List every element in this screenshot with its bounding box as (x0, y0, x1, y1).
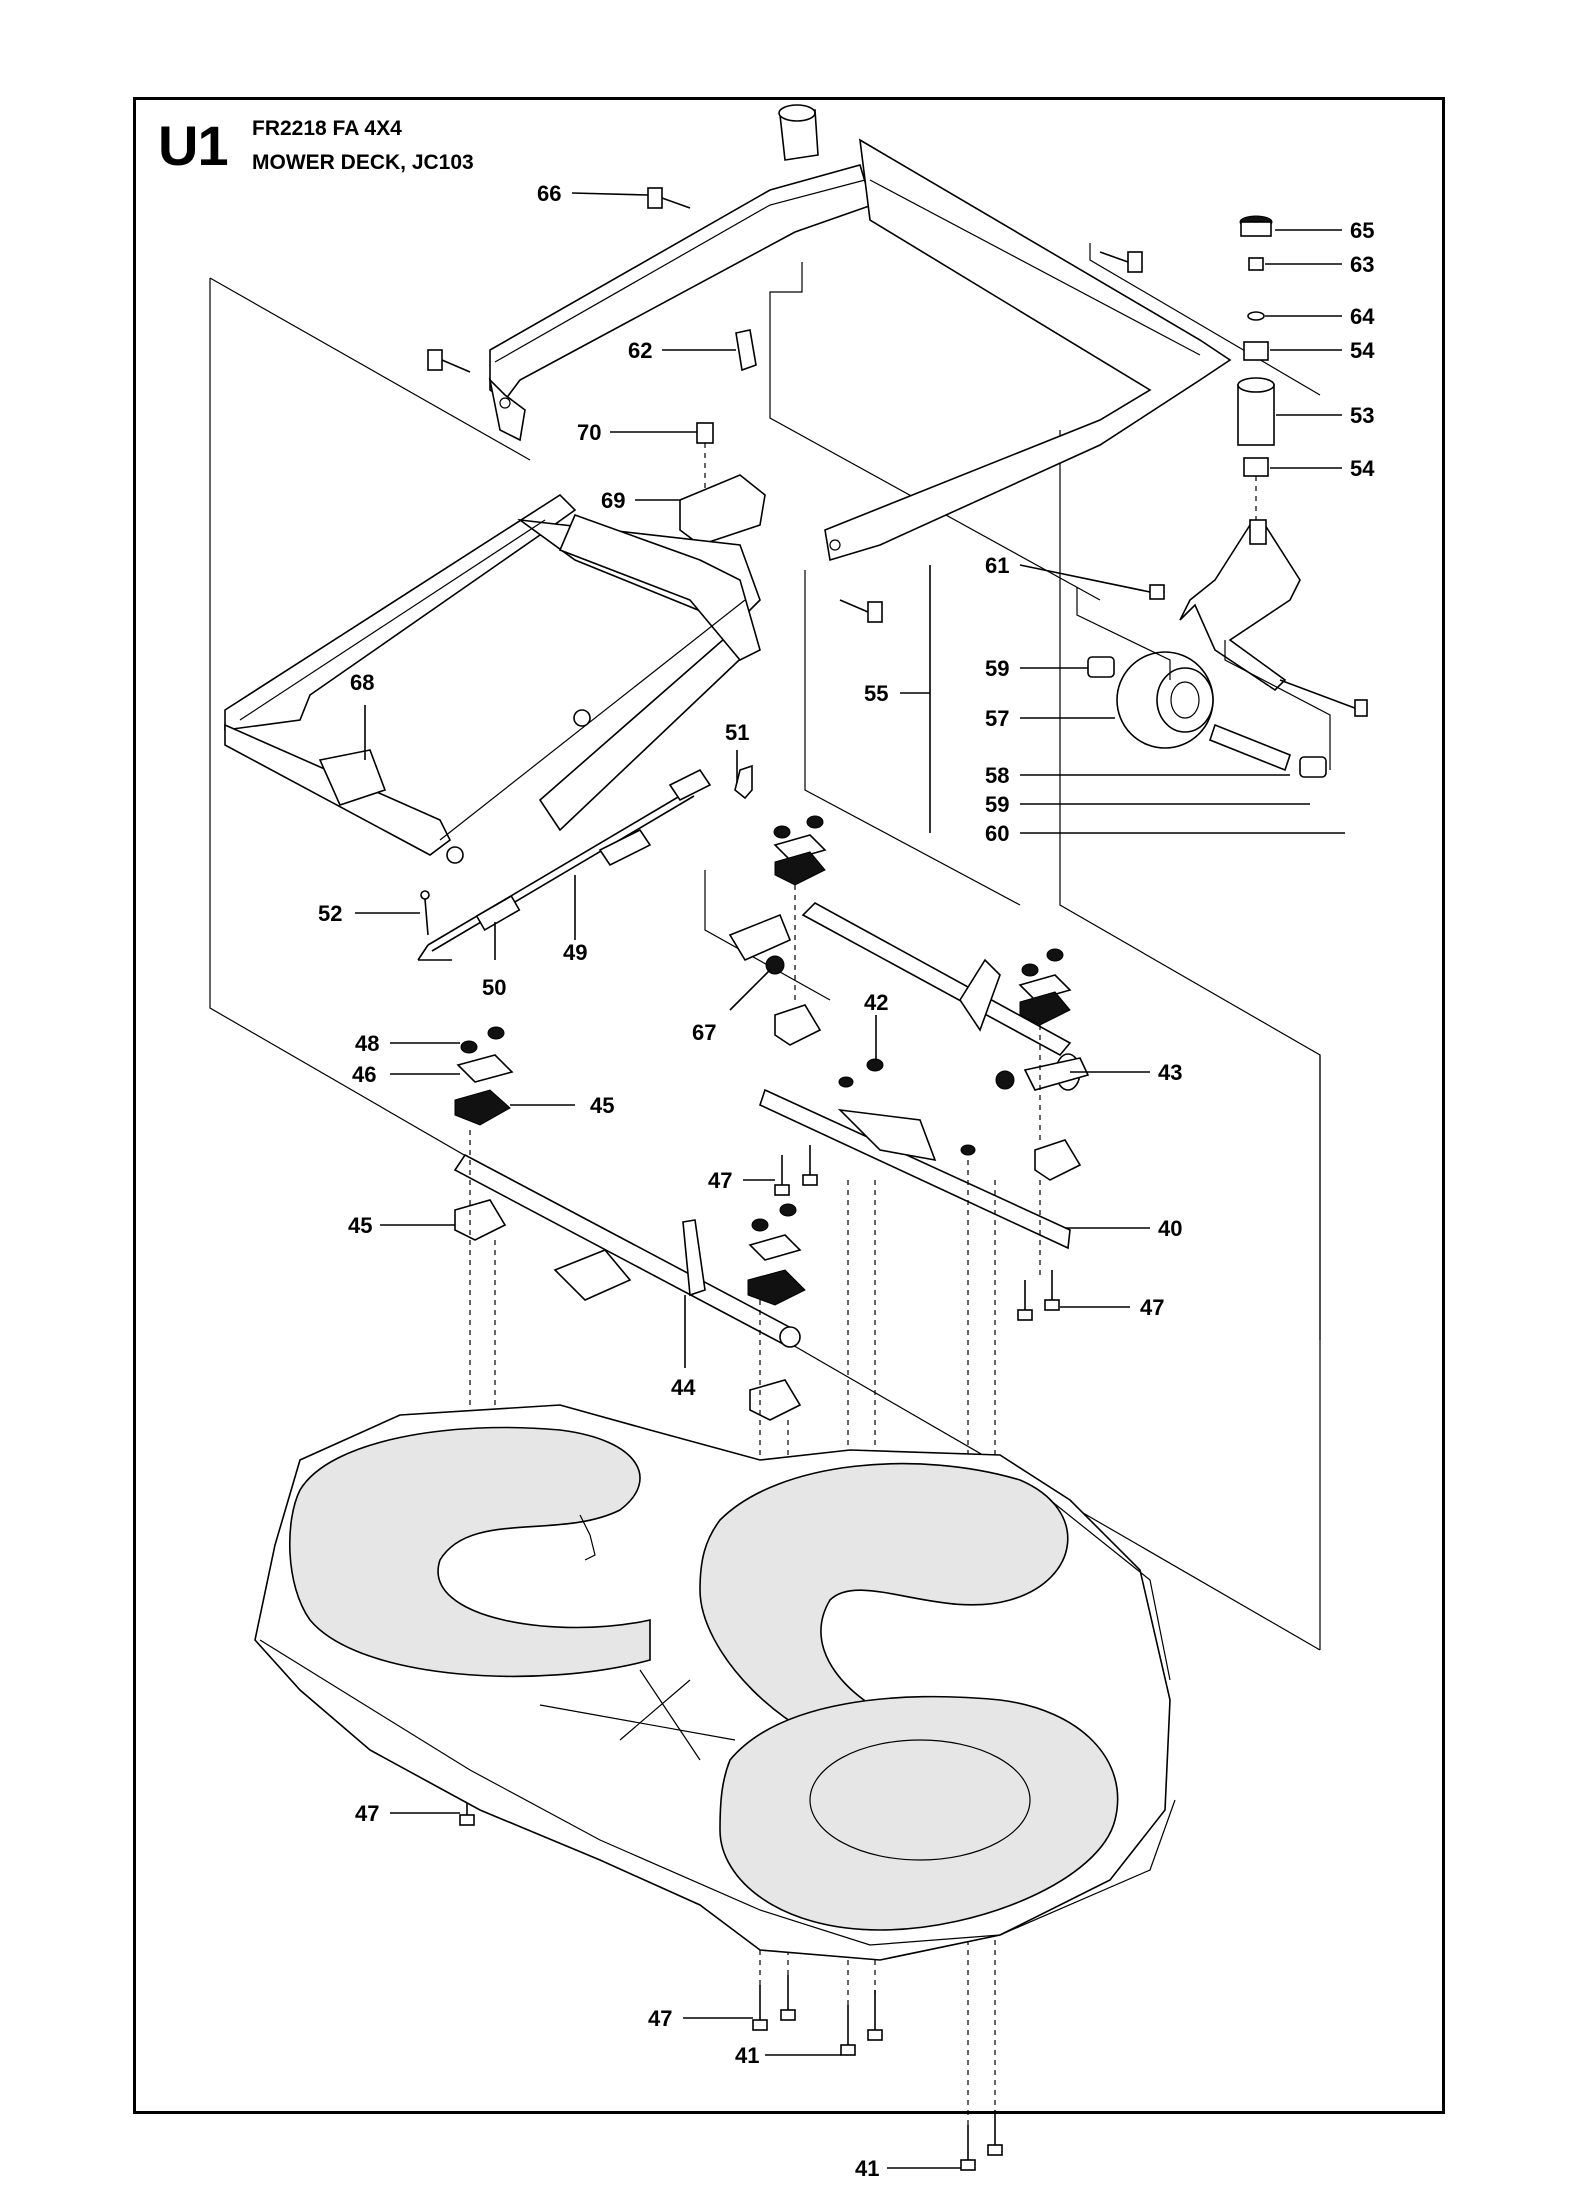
part-label: 45 (348, 1213, 372, 1238)
part-label: 58 (985, 763, 1009, 788)
part-number-labels: 66 65 63 64 54 62 53 70 54 69 61 59 55 5… (318, 181, 1375, 2181)
part-label: 46 (352, 1062, 376, 1087)
part-label: 45 (590, 1093, 614, 1118)
bolt-66 (647, 187, 691, 209)
bolt-upper-left (427, 349, 471, 373)
part-label: 44 (671, 1375, 696, 1400)
part-label: 67 (692, 1020, 716, 1045)
part-label: 60 (985, 821, 1009, 846)
part-label: 57 (985, 706, 1009, 731)
part-label: 41 (855, 2156, 879, 2181)
part-label: 59 (985, 792, 1009, 817)
part-label: 61 (985, 553, 1009, 578)
leader-lines (355, 192, 1345, 2169)
model-name: FR2218 FA 4X4 (252, 117, 402, 140)
lift-frame-68 (224, 493, 761, 864)
part-label: 52 (318, 901, 342, 926)
part-label: 53 (1350, 403, 1374, 428)
part-label: 51 (725, 720, 749, 745)
part-label: 55 (864, 681, 888, 706)
caster-fork-wheel (1076, 519, 1368, 778)
part-label: 62 (628, 338, 652, 363)
part-label: 47 (648, 2006, 672, 2031)
part-label: 68 (350, 670, 374, 695)
upper-lift-bracket (488, 104, 1232, 562)
bolt-right-bracket (839, 599, 883, 623)
front-axle-43 (728, 902, 1090, 1091)
part-label: 47 (708, 1168, 732, 1193)
part-label: 48 (355, 1031, 379, 1056)
page-border (133, 97, 1445, 2114)
part-label: 40 (1158, 1216, 1182, 1241)
part-label: 47 (355, 1801, 379, 1826)
part-label: 65 (1350, 218, 1374, 243)
part-label: 54 (1350, 338, 1375, 363)
adjust-rod-assembly (417, 764, 753, 961)
part-label: 49 (563, 940, 587, 965)
part-label: 63 (1350, 252, 1374, 277)
caster-stack (1237, 215, 1275, 520)
part-label: 43 (1158, 1060, 1182, 1085)
clamp-blocks (454, 815, 1082, 1421)
rear-axle-44 (453, 1153, 801, 1348)
part-label: 41 (735, 2043, 759, 2068)
part-label: 64 (1350, 304, 1375, 329)
part-label: 47 (1140, 1295, 1164, 1320)
part-label: 69 (601, 488, 625, 513)
part-label: 70 (577, 420, 601, 445)
part-label: 59 (985, 656, 1009, 681)
bolts-47-41 (459, 1145, 1060, 2171)
part-label: 42 (864, 990, 888, 1015)
mower-deck (254, 1404, 1176, 1961)
cross-bar-40 (759, 1058, 1071, 1250)
bracket-62-69 (679, 329, 766, 565)
part-label: 54 (1350, 456, 1375, 481)
part-label: 50 (482, 975, 506, 1000)
section-code: U1 (158, 114, 229, 177)
bolt-upper-right (1099, 251, 1143, 273)
diagram-title: MOWER DECK, JC103 (252, 151, 474, 174)
part-label: 66 (537, 181, 561, 206)
